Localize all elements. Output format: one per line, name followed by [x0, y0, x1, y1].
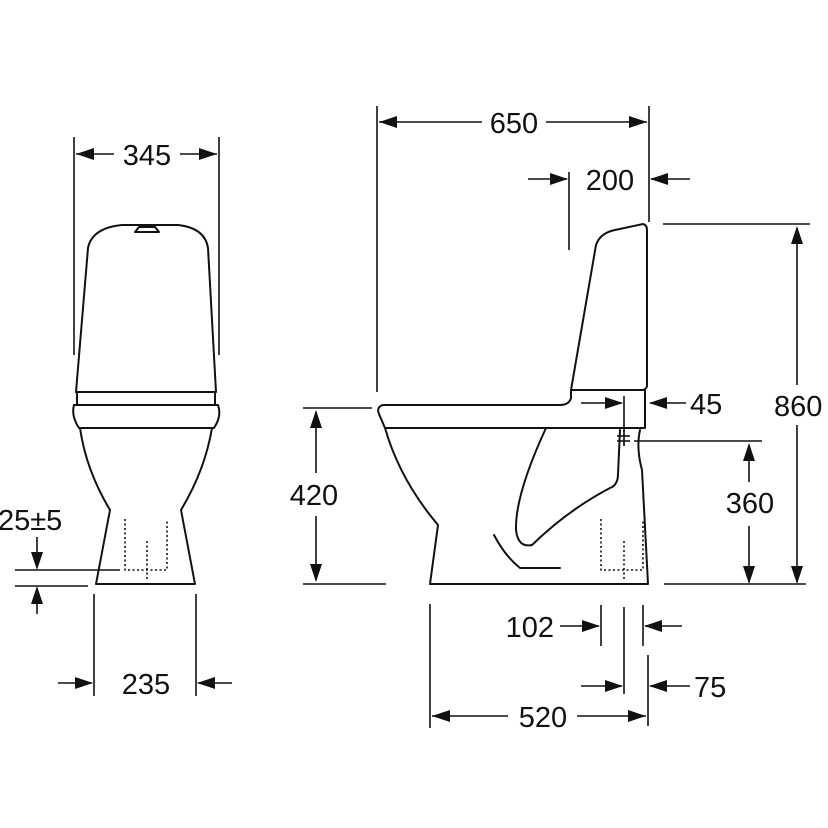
dim-foot-depth: 520 — [519, 702, 567, 734]
dim-tank-depth: 200 — [586, 165, 634, 197]
dim-total-depth: 650 — [490, 108, 538, 140]
bowl-front — [79, 427, 213, 585]
front-view: 345 25±5 235 — [0, 137, 232, 701]
dim-tank-offset: 45 — [690, 389, 722, 421]
dim-outlet-offset: 75 — [694, 672, 726, 704]
dim-foot-width: 235 — [122, 669, 170, 701]
dim-seat-height: 420 — [290, 480, 338, 512]
dim-outlet-height: 360 — [726, 488, 774, 520]
seat-front — [72, 404, 221, 429]
tank-side — [570, 223, 648, 391]
dim-outlet-width: 102 — [506, 612, 554, 644]
flush-button — [134, 226, 160, 233]
dim-total-height: 860 — [774, 391, 822, 423]
bowl-side — [384, 427, 649, 585]
side-view: 650 200 45 — [290, 106, 822, 734]
dim-floor-gap: 25±5 — [0, 505, 62, 537]
seat-side — [377, 389, 645, 429]
dim-tank-width: 345 — [123, 140, 171, 172]
tank-front — [75, 224, 217, 393]
